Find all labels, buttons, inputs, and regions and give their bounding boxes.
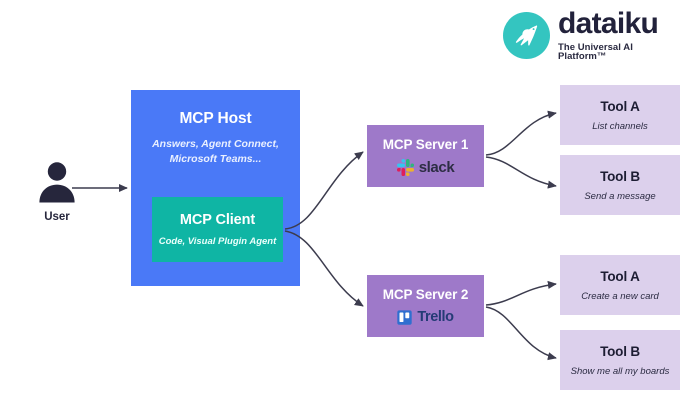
edge-server-1-to-tool-a	[485, 110, 557, 156]
mcp-host-subtitle-line-2: Microsoft Teams...	[169, 153, 262, 166]
edge-server-1-to-tool-b	[485, 156, 557, 189]
server-2-tool-a-title: Tool A	[600, 268, 640, 284]
server-2-tool-b-title: Tool B	[600, 343, 640, 359]
slack-wordmark: slack	[418, 158, 455, 176]
edge-server-2-to-tool-a	[485, 280, 557, 306]
mcp-host-subtitle: Answers, Agent Connect, Microsoft Teams.…	[141, 137, 291, 167]
mcp-client-box: MCP Client Code, Visual Plugin Agent	[152, 197, 283, 262]
server-1-tool-a-title: Tool A	[600, 98, 640, 114]
mcp-server-1-title: MCP Server 1	[382, 136, 469, 152]
mcp-server-2-title: MCP Server 2	[382, 287, 469, 302]
mcp-server-2-logo: Trello	[397, 309, 454, 325]
server-1-tool-b-title: Tool B	[600, 168, 640, 184]
server-1-tool-a-subtitle: List channels	[592, 120, 648, 132]
server-2-tool-b-subtitle: Show me all my boards	[570, 365, 670, 377]
server-2-tool-a-subtitle: Create a new card	[581, 290, 659, 302]
mcp-host-title: MCP Host	[179, 110, 252, 127]
mcp-host-subtitle-line-1: Answers, Agent Connect,	[152, 138, 279, 150]
trello-icon	[397, 309, 413, 325]
brand-tagline: The Universal AI Platform™	[558, 41, 633, 62]
mcp-server-1-box: MCP Server 1 slack	[367, 125, 484, 187]
brand-name: dataiku	[558, 6, 659, 40]
mcp-client-title: MCP Client	[179, 212, 256, 228]
dataiku-logo: dataiku The Universal AI Platform™	[503, 6, 683, 64]
server-2-tool-b-box: Tool B Show me all my boards	[560, 330, 680, 390]
dataiku-bird-icon	[503, 11, 550, 59]
edge-server-2-to-tool-b	[485, 306, 557, 361]
user-label: User	[44, 211, 70, 223]
slack-icon	[396, 158, 414, 176]
user-node: User	[26, 160, 88, 223]
mcp-server-2-box: MCP Server 2 Trello	[367, 275, 484, 337]
server-1-tool-a-box: Tool A List channels	[560, 85, 680, 145]
trello-wordmark: Trello	[417, 309, 454, 325]
mcp-client-subtitle: Code, Visual Plugin Agent	[158, 236, 277, 247]
brand-text: dataiku The Universal AI Platform™	[558, 6, 683, 62]
server-1-tool-b-box: Tool B Send a message	[560, 155, 680, 215]
mcp-server-1-logo: slack	[396, 158, 455, 176]
user-avatar-icon	[39, 162, 75, 203]
server-2-tool-a-box: Tool A Create a new card	[560, 255, 680, 315]
server-1-tool-b-subtitle: Send a message	[584, 190, 656, 202]
